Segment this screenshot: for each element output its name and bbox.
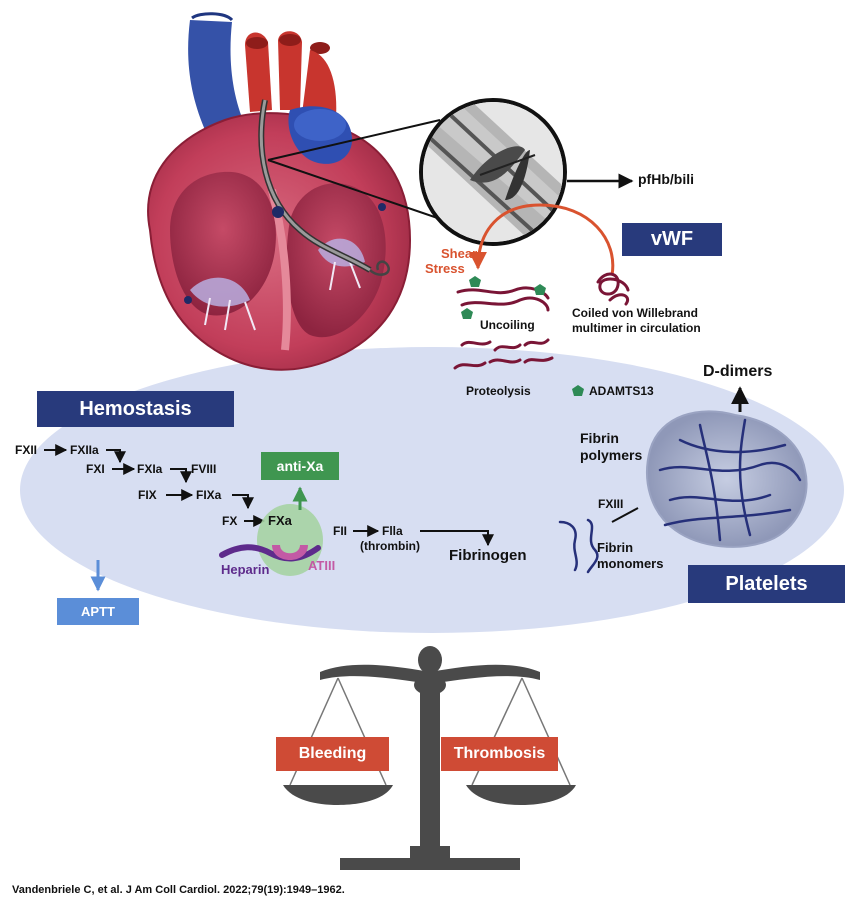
- heart-illustration: [147, 12, 412, 371]
- coiled-vwf-label: Coiled von Willebrand multimer in circul…: [572, 306, 701, 336]
- citation: Vandenbriele C, et al. J Am Coll Cardiol…: [12, 884, 345, 896]
- fviii-label: FVIII: [191, 462, 217, 476]
- fxa-label: FXa: [268, 513, 292, 528]
- fxiii-label: FXIII: [598, 497, 624, 511]
- anti-xa-box: anti-Xa: [261, 452, 339, 480]
- flla-label: Flla: [382, 524, 403, 538]
- balance-scale: [283, 646, 576, 870]
- fii-label: FII: [333, 524, 347, 538]
- adamts13-label: ADAMTS13: [589, 384, 654, 398]
- hemostasis-box: Hemostasis: [37, 391, 234, 427]
- fibrinogen-label: Fibrinogen: [449, 547, 527, 564]
- platelets-box: Platelets: [688, 565, 845, 603]
- fxiia-label: FXIIa: [70, 443, 99, 457]
- fxa-complex-bubble: [257, 504, 323, 576]
- shear-stress-label: Shear Stress: [425, 246, 477, 276]
- fibrin-clot: [646, 410, 808, 548]
- fibrin-monomers-line1: Fibrin: [597, 540, 634, 555]
- heparin-strand: [219, 544, 321, 562]
- shear-arrow: [469, 203, 615, 276]
- bleeding-box: Bleeding: [276, 737, 389, 771]
- fx-label: FX: [222, 514, 238, 528]
- proteolysis-label: Proteolysis: [466, 384, 531, 398]
- cascade-arrows: [44, 444, 494, 547]
- thrombosis-box: Thrombosis: [441, 737, 558, 771]
- heparin-label: Heparin: [221, 562, 270, 577]
- coiled-vwf: [596, 272, 630, 306]
- fibrin-polymers-line1: Fibrin: [580, 430, 619, 446]
- fibrin-monomers-label: Fibrin monomers: [597, 540, 663, 572]
- fxiii-arrow: [611, 507, 639, 523]
- fibrin-monomers: [558, 518, 599, 574]
- coiled-vwf-line1: Coiled von Willebrand: [572, 306, 698, 320]
- atiii-shape: [272, 545, 308, 560]
- coiled-vwf-line2: multimer in circulation: [572, 321, 701, 335]
- shear-label: Shear: [441, 246, 478, 261]
- pfhb-bili-label: pfHb/bili: [638, 171, 694, 187]
- proteolysis-fragments: [453, 338, 554, 370]
- fxii-label: FXII: [15, 443, 38, 457]
- stress-label: Stress: [425, 261, 465, 276]
- vwf-box: vWF: [622, 223, 722, 256]
- aptt-box: APTT: [57, 598, 139, 625]
- fibrin-monomers-line2: monomers: [597, 556, 664, 571]
- fibrin-polymers-line2: polymers: [580, 447, 643, 463]
- thrombin-label: (thrombin): [360, 539, 420, 553]
- impella-magnifier: [419, 98, 567, 246]
- atiii-label: ATIII: [308, 558, 336, 573]
- uncoiling-label: Uncoiling: [480, 318, 535, 332]
- uncoiling-strands: [456, 286, 550, 312]
- fixa-label: FIXa: [196, 488, 222, 502]
- adamts13-markers: [461, 276, 584, 396]
- fxi-label: FXI: [86, 462, 105, 476]
- d-dimers-label: D-dimers: [703, 363, 773, 380]
- fix-label: FIX: [138, 488, 157, 502]
- fibrin-polymers-label: Fibrin polymers: [580, 430, 642, 464]
- fxia-label: FXIa: [137, 462, 163, 476]
